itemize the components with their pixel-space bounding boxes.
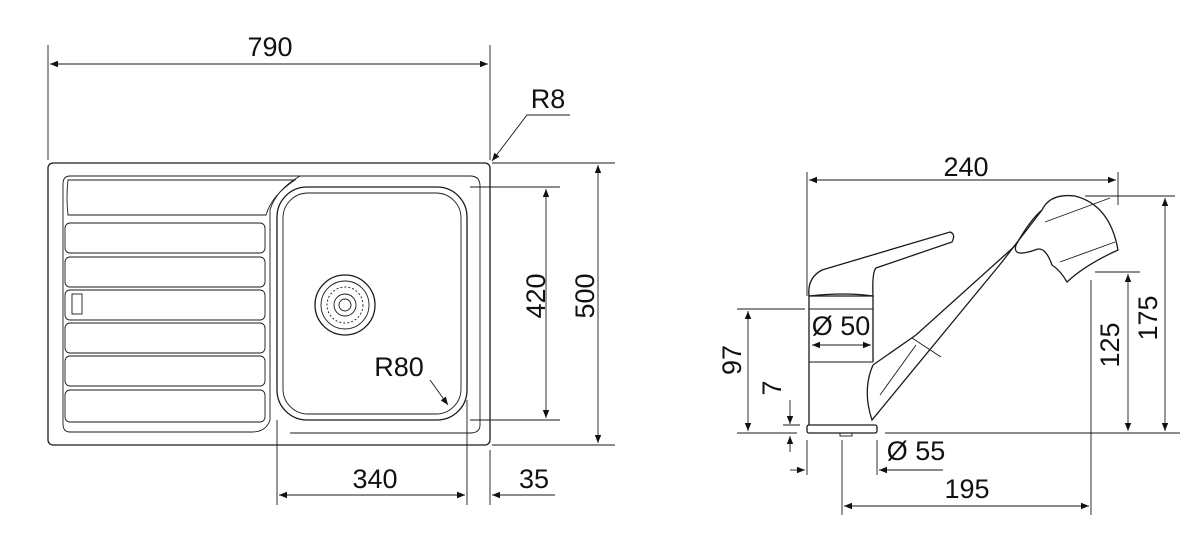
dim-corner-radius: R8 — [531, 84, 566, 114]
drainboard-outline — [62, 175, 302, 433]
dim-body-diameter: Ø 50 — [812, 311, 871, 341]
faucet-body — [808, 295, 874, 425]
dim-overall-depth: 500 — [570, 273, 600, 318]
dim-bowl-depth: 420 — [521, 273, 551, 318]
dimension-lines — [47, 45, 615, 505]
sink-drawing: 790 R8 420 500 R80 340 35 — [47, 32, 615, 505]
dim-bowl-width: 340 — [352, 464, 397, 494]
bowl-outline — [276, 186, 468, 421]
dim-overall-width: 790 — [247, 32, 292, 62]
dim-edge-offset: 35 — [519, 464, 549, 494]
pull-out-spray-head — [1014, 194, 1119, 284]
drainboard-ribs — [64, 222, 266, 423]
dim-total-height: 175 — [1133, 295, 1163, 340]
faucet-dimension-lines — [737, 172, 1180, 515]
dim-bowl-radius: R80 — [374, 352, 424, 382]
drain-strainer — [314, 274, 376, 336]
dim-outlet-height: 125 — [1095, 322, 1125, 367]
sink-outline — [47, 162, 491, 446]
dim-spout-reach: 195 — [944, 474, 989, 504]
dim-base-diameter: Ø 55 — [887, 436, 946, 466]
dim-body-height: 97 — [717, 345, 747, 375]
faucet-drawing: 240 Ø 50 97 7 125 175 Ø 55 195 — [717, 152, 1180, 515]
faucet-lever — [808, 231, 955, 297]
dim-reach: 240 — [943, 152, 988, 182]
faucet-base — [806, 424, 878, 434]
overflow-icon — [71, 293, 83, 315]
dim-base-height: 7 — [757, 380, 787, 395]
faucet-spout — [866, 209, 1043, 422]
